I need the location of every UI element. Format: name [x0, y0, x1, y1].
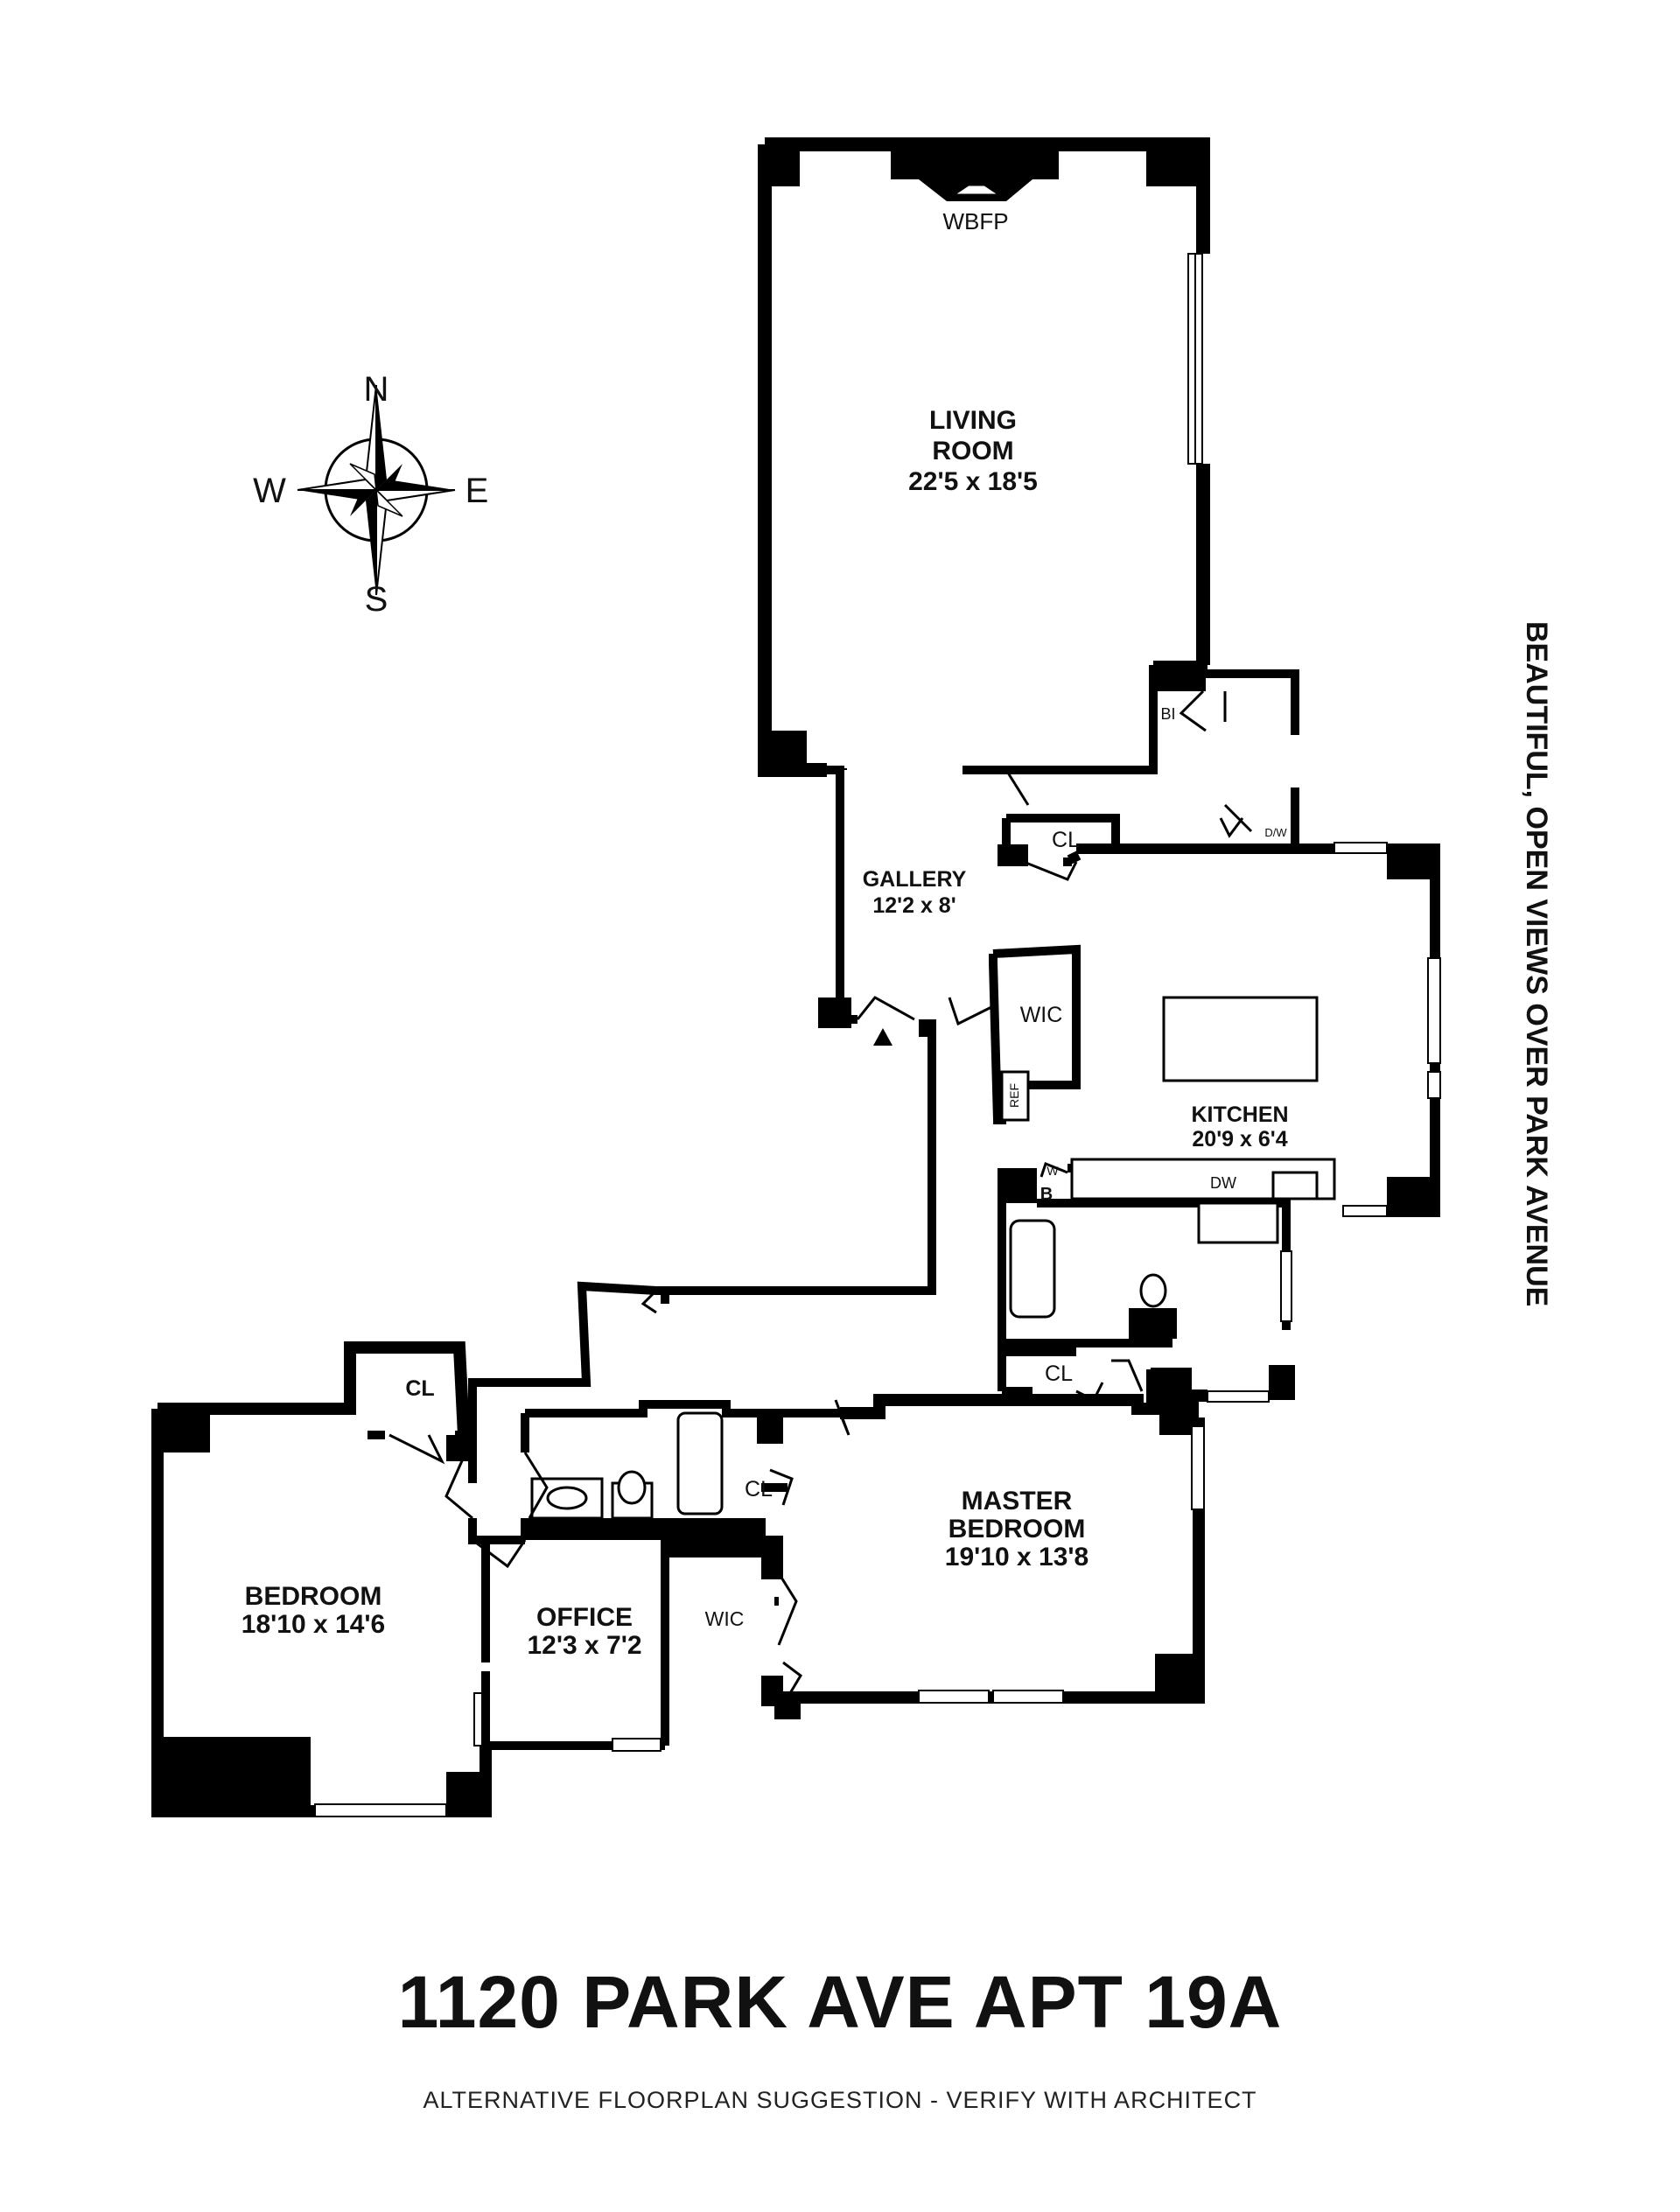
closet-label-master: CL: [745, 1477, 773, 1502]
living-room-dims: 22'5 x 18'5: [908, 467, 1038, 496]
office-name: OFFICE: [536, 1603, 633, 1632]
closet-label-hall: CL: [1045, 1362, 1073, 1386]
side-caption: BEAUTIFUL, OPEN VIEWS OVER PARK AVENUE: [1518, 621, 1553, 1374]
address-title: 1120 PARK AVE APT 19A: [397, 1961, 1283, 2043]
wic-label-gallery: WIC: [1020, 1003, 1063, 1027]
closet-label-bedroom: CL: [405, 1376, 434, 1401]
wic-label-master: WIC: [705, 1607, 745, 1630]
fireplace: [891, 144, 1059, 201]
kitchen-dims: 20'9 x 6'4: [1192, 1127, 1287, 1152]
kitchen-name: KITCHEN: [1191, 1102, 1288, 1127]
fireplace-label: WBFP: [942, 208, 1008, 234]
entry-arrow-icon: [873, 1028, 892, 1046]
broom-closet-label: B: [1040, 1185, 1053, 1204]
kitchen-island: [1162, 996, 1319, 1082]
gallery-dims: 12'2 x 8': [872, 893, 956, 918]
master-bedroom-name-1: MASTER: [962, 1487, 1073, 1516]
compass-rose: N S E W: [253, 370, 488, 619]
master-bedroom-name-2: BEDROOM: [948, 1515, 1086, 1544]
bedroom-name: BEDROOM: [245, 1582, 382, 1611]
closet-label-gallery: CL: [1052, 828, 1080, 852]
living-room-name-2: ROOM: [932, 437, 1013, 466]
living-room-corner: [765, 731, 807, 773]
office-dims: 12'3 x 7'2: [527, 1631, 641, 1660]
walls: [151, 137, 1441, 1817]
refrigerator-label: REF: [1007, 1083, 1021, 1108]
doors: [388, 690, 1253, 1698]
dishwasher-label: DW: [1210, 1174, 1236, 1192]
compass-south-label: S: [365, 580, 388, 619]
built-in-label: BI: [1160, 705, 1175, 723]
washer-dryer-label: D/W: [1264, 826, 1287, 839]
compass-east-label: E: [466, 472, 489, 510]
living-room-name-1: LIVING: [929, 406, 1017, 435]
bedroom-dims: 18'10 x 14'6: [242, 1610, 385, 1639]
room-labels: WBFP LIVING ROOM 22'5 x 18'5 GALLERY 12'…: [242, 208, 1289, 1660]
compass-west-label: W: [253, 472, 286, 510]
gallery-name: GALLERY: [863, 867, 967, 892]
disclaimer-note: ALTERNATIVE FLOORPLAN SUGGESTION - VERIF…: [423, 2087, 1257, 2113]
side-caption-text: BEAUTIFUL, OPEN VIEWS OVER PARK AVENUE: [1520, 621, 1553, 1307]
compass-north-label: N: [364, 370, 389, 409]
washer-label: W: [1046, 1164, 1059, 1178]
master-bedroom-dims: 19'10 x 13'8: [945, 1543, 1088, 1572]
